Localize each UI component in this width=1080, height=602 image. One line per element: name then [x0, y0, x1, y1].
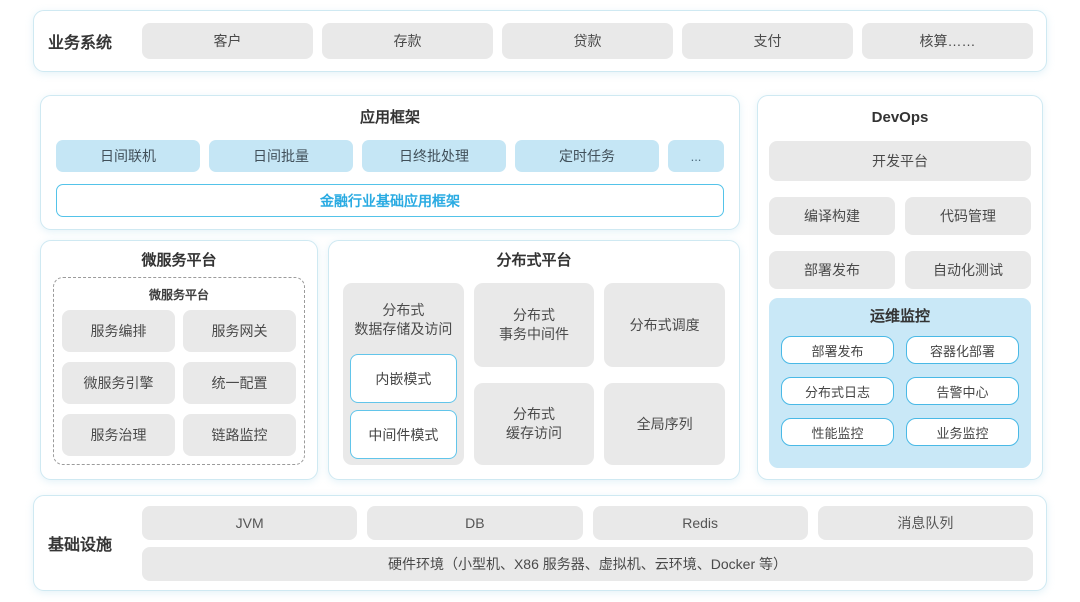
svc-governance: 服务治理: [62, 414, 175, 456]
svc-unified-config: 统一配置: [183, 362, 296, 404]
svc-engine: 微服务引擎: [62, 362, 175, 404]
microservice-title: 微服务平台: [141, 252, 217, 269]
distributed-title: 分布式平台: [496, 252, 572, 269]
business-box-deposit: 存款: [322, 23, 493, 59]
distributed-storage-title: 分布式 数据存储及访问: [354, 302, 453, 337]
global-sequence-box: 全局序列: [604, 383, 725, 465]
business-box-accounting: 核算……: [862, 23, 1033, 59]
monitor-distributed-logs: 分布式日志: [781, 377, 894, 405]
ops-monitoring-title: 运维监控: [869, 308, 930, 325]
microservice-inner-title: 微服务平台: [148, 288, 209, 302]
monitor-alert-center: 告警中心: [906, 377, 1019, 405]
tool-automated-testing: 自动化测试: [905, 251, 1031, 289]
microservice-panel: 微服务平台 微服务平台 服务编排 服务网关 微服务引擎 统一配置 服务治理 链路…: [40, 240, 318, 480]
devops-title: DevOps: [871, 109, 929, 126]
tool-deploy-release: 部署发布: [769, 251, 895, 289]
module-daytime-online: 日间联机: [56, 140, 200, 172]
hardware-environment-box: 硬件环境（小型机、X86 服务器、虚拟机、云环境、Docker 等）: [142, 546, 1033, 581]
business-box-customer: 客户: [142, 23, 313, 59]
app-framework-title: 应用框架: [359, 109, 420, 126]
infrastructure-label: 基础设施: [48, 537, 113, 554]
monitor-deploy-release: 部署发布: [781, 336, 894, 364]
infra-redis: Redis: [592, 505, 808, 540]
business-systems-row: 客户 存款 贷款 支付 核算……: [142, 23, 1033, 59]
business-box-payment: 支付: [682, 23, 853, 59]
module-scheduled-tasks: 定时任务: [515, 140, 659, 172]
microservice-grid: 服务编排 服务网关 微服务引擎 统一配置 服务治理 链路监控: [62, 310, 296, 456]
infrastructure-panel: 基础设施 JVM DB Redis 消息队列 硬件环境（小型机、X86 服务器、…: [33, 495, 1047, 591]
finance-base-framework-box: 金融行业基础应用框架: [56, 184, 724, 217]
distributed-grid: 分布式 数据存储及访问 内嵌模式 中间件模式 分布式 事务中间件 分布式调度 分…: [343, 283, 725, 465]
distributed-scheduling-box: 分布式调度: [604, 283, 725, 367]
svc-orchestration: 服务编排: [62, 310, 175, 352]
module-daytime-batch: 日间批量: [209, 140, 353, 172]
module-eod-batch: 日终批处理: [362, 140, 506, 172]
tool-build: 编译构建: [769, 197, 895, 235]
app-framework-panel: 应用框架 日间联机 日间批量 日终批处理 定时任务 ... 金融行业基础应用框架: [40, 95, 740, 230]
embedded-mode-box: 内嵌模式: [350, 354, 457, 403]
tool-code-management: 代码管理: [905, 197, 1031, 235]
module-more: ...: [668, 140, 724, 172]
infra-jvm: JVM: [142, 505, 358, 540]
business-box-loan: 贷款: [502, 23, 673, 59]
ops-monitoring-grid: 部署发布 容器化部署 分布式日志 告警中心 性能监控 业务监控: [781, 336, 1019, 446]
infra-db: DB: [367, 505, 583, 540]
infrastructure-row: JVM DB Redis 消息队列: [142, 505, 1033, 540]
middleware-mode-box: 中间件模式: [350, 410, 457, 459]
infra-message-queue: 消息队列: [817, 505, 1033, 540]
monitor-performance: 性能监控: [781, 418, 894, 446]
infrastructure-content: JVM DB Redis 消息队列 硬件环境（小型机、X86 服务器、虚拟机、云…: [142, 505, 1033, 581]
business-systems-panel: 业务系统 客户 存款 贷款 支付 核算……: [33, 10, 1047, 72]
distributed-transaction-box: 分布式 事务中间件: [473, 283, 595, 367]
devops-panel: DevOps 开发平台 编译构建 代码管理 部署发布 自动化测试 运维监控 部署…: [757, 95, 1043, 480]
distributed-panel: 分布式平台 分布式 数据存储及访问 内嵌模式 中间件模式 分布式 事务中间件 分…: [328, 240, 740, 480]
svc-trace-monitoring: 链路监控: [183, 414, 296, 456]
distributed-cache-box: 分布式 缓存访问: [473, 383, 595, 465]
monitor-business: 业务监控: [906, 418, 1019, 446]
microservice-inner-box: 微服务平台 服务编排 服务网关 微服务引擎 统一配置 服务治理 链路监控: [53, 277, 305, 465]
monitor-container-deploy: 容器化部署: [906, 336, 1019, 364]
devops-tools-grid: 编译构建 代码管理 部署发布 自动化测试: [769, 197, 1031, 289]
svc-gateway: 服务网关: [183, 310, 296, 352]
business-systems-label: 业务系统: [48, 35, 113, 52]
dev-platform-box: 开发平台: [769, 141, 1031, 181]
app-framework-modules-row: 日间联机 日间批量 日终批处理 定时任务 ...: [56, 140, 724, 172]
ops-monitoring-box: 运维监控 部署发布 容器化部署 分布式日志 告警中心 性能监控 业务监控: [769, 298, 1031, 468]
distributed-storage-box: 分布式 数据存储及访问 内嵌模式 中间件模式: [343, 283, 464, 465]
